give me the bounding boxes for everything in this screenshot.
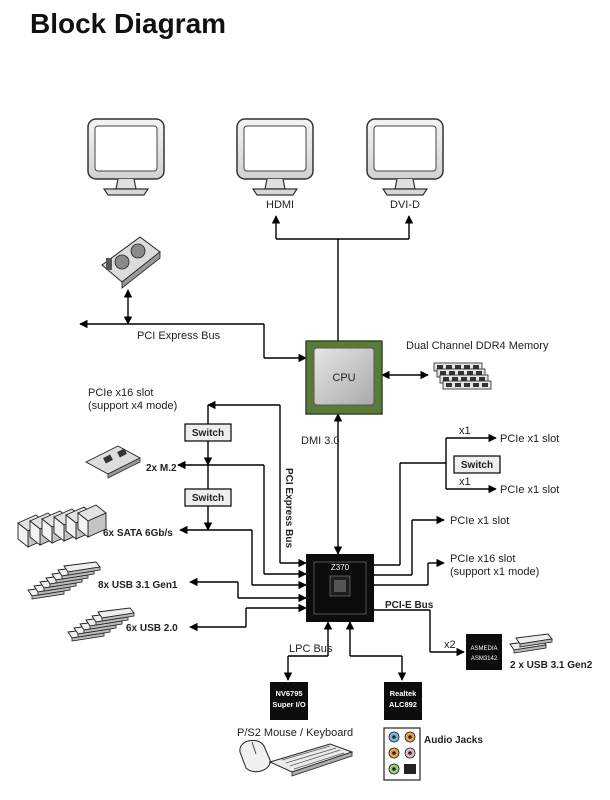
chipset-label: Z370 [331,563,350,572]
cpu-label: CPU [332,372,355,384]
monitor-dvid-icon [366,118,444,196]
realtek-label-1: Realtek [390,689,418,698]
page-title: Block Diagram [30,8,226,39]
hdmi-label: HDMI [266,199,294,211]
realtek-label-2: ALC892 [389,700,417,709]
pci-express-bus-label: PCI Express Bus [137,330,221,342]
x2-label: x2 [444,639,456,651]
superio-label-1: NV6795 [275,689,302,698]
chipset: Z370 [306,554,374,622]
dmi-label: DMI 3.0 [301,435,340,447]
switch-mid-label: Switch [192,493,224,504]
keyboard-icon [268,743,354,777]
audio-jacks-icon [383,727,421,781]
mouse-icon [239,739,271,773]
memory-label: Dual Channel DDR4 Memory [406,340,549,352]
switch-mid: Switch [184,488,232,507]
switch-right: Switch [453,455,501,474]
monitor-icon [87,118,165,196]
usb31-gen2-label: 2 x USB 3.1 Gen2 [510,660,593,671]
ps2-label: P/S2 Mouse / Keyboard [237,727,353,739]
pcie-x1-slot-c-label: PCIe x1 slot [450,515,509,527]
ram-icon [433,362,492,390]
connection-lines [79,215,497,681]
sata-drives-icon [17,504,107,548]
pcie-x16-slot-label: PCIe x16 slot [88,387,153,399]
superio-label-2: Super I/O [272,700,306,709]
switch-right-label: Switch [461,460,493,471]
dvid-label: DVI-D [390,199,420,211]
pcie-x1-slot-b-label: PCIe x1 slot [500,484,559,496]
pcie-x16-slot-note: (support x4 mode) [88,400,177,412]
usb31-gen1-icon [27,561,101,600]
graphics-card-icon [101,236,161,289]
usb31-gen2-icon [509,633,553,654]
x1-bottom-label: x1 [459,476,471,488]
usb20-icon [67,607,135,642]
monitor-hdmi-icon [236,118,314,196]
realtek-chip: Realtek ALC892 [384,682,422,720]
pcie-x1-slot-a-label: PCIe x1 slot [500,433,559,445]
asmedia-label-2: ASM3142 [471,656,498,662]
sata-label: 6x SATA 6Gb/s [103,528,173,539]
pcie-bus-right-label: PCI-E Bus [385,600,434,611]
pcie-x16-slot-2-note: (support x1 mode) [450,566,539,578]
usb20-label: 6x USB 2.0 [126,623,178,634]
lpc-bus-label: LPC Bus [289,643,333,655]
pci-express-bus-vertical-label: PCI Express Bus [283,468,294,548]
cpu-chip: CPU [305,340,383,415]
usb31-gen1-label: 8x USB 3.1 Gen1 [98,580,178,591]
pcie-x16-slot-2-label: PCIe x16 slot [450,553,515,565]
asmedia-chip: ASMEDIA ASM3142 [466,634,502,670]
x1-top-label: x1 [459,425,471,437]
switch-top-label: Switch [192,428,224,439]
audio-jacks-label: Audio Jacks [424,735,483,746]
m2-card-icon [85,445,141,479]
m2-label: 2x M.2 [146,463,177,474]
switch-top: Switch [184,423,232,442]
super-io-chip: NV6795 Super I/O [270,682,308,720]
asmedia-label-1: ASMEDIA [470,646,497,652]
